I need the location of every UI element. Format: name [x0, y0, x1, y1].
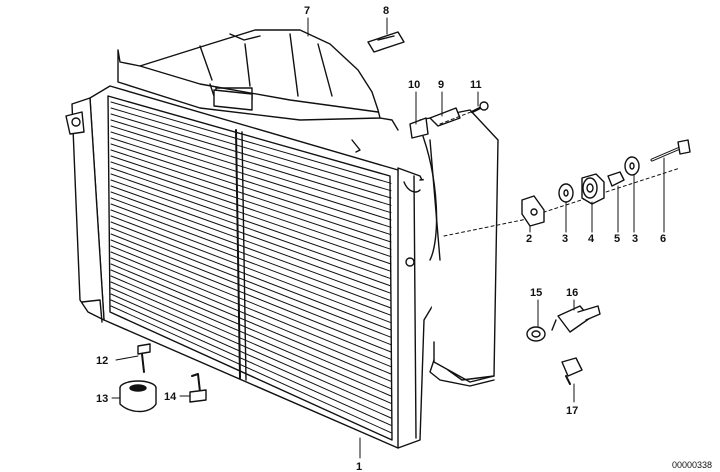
fin-line [110, 131, 392, 221]
fin-line [110, 287, 392, 412]
callout-1: 1 [356, 461, 362, 472]
callout-15: 15 [530, 287, 542, 299]
callout-9: 9 [438, 79, 444, 91]
rubber-buffer [119, 380, 157, 413]
stud-bolt [189, 373, 207, 403]
fin-line [110, 281, 392, 404]
radiator-fins [110, 101, 392, 434]
callout-7: 7 [304, 5, 310, 17]
spacer-sleeve [607, 171, 625, 187]
fin-line [110, 155, 392, 250]
callout-13: 13 [96, 393, 108, 405]
fin-line [110, 257, 392, 375]
drain-plug [561, 357, 583, 385]
fin-line [110, 101, 392, 184]
fin-line [110, 119, 392, 206]
washer-left [558, 183, 574, 203]
fin-line [110, 185, 392, 287]
mounting-hardware-row [443, 139, 691, 237]
fan-shroud [117, 29, 399, 153]
fin-line [110, 221, 392, 331]
clip-part [367, 31, 405, 53]
screw-part [137, 343, 151, 373]
fin-line [110, 203, 392, 309]
fin-line [110, 251, 392, 368]
leader-lines [111, 17, 665, 459]
fin-line [110, 179, 392, 280]
mounting-bracket [521, 195, 545, 227]
fin-line [110, 113, 392, 199]
fin-line [110, 305, 392, 434]
fin-line [110, 107, 392, 192]
fin-line [110, 263, 392, 382]
fin-line [110, 167, 392, 265]
fin-line [110, 269, 392, 390]
fin-line [110, 161, 392, 258]
temperature-switch [551, 305, 601, 333]
callout-3-second: 3 [632, 233, 638, 245]
fin-line [110, 149, 392, 243]
upper-bracket [409, 101, 489, 139]
fin-line [110, 227, 392, 338]
fin-line [110, 143, 392, 236]
callout-17: 17 [566, 405, 578, 417]
fin-line [110, 125, 392, 214]
callout-12: 12 [96, 355, 108, 367]
fin-line [110, 233, 392, 346]
fin-line [110, 293, 392, 419]
fin-line [110, 215, 392, 324]
radiator-core [65, 85, 399, 449]
callout-4: 4 [588, 233, 595, 245]
sealing-ring [526, 326, 546, 342]
callout-8: 8 [383, 5, 389, 17]
fin-line [110, 191, 392, 294]
callout-5: 5 [614, 233, 620, 245]
shroud-rear-panel [419, 109, 499, 387]
callout-14: 14 [164, 391, 177, 403]
fin-line [110, 245, 392, 360]
fin-line [110, 209, 392, 316]
fin-line [110, 137, 392, 228]
fin-line [110, 239, 392, 353]
callout-labels: 1 2 3 4 5 6 3 7 8 9 10 11 12 13 14 15 16… [96, 5, 666, 472]
fin-line [110, 299, 392, 426]
callout-10: 10 [408, 79, 420, 91]
fin-line [110, 173, 392, 272]
fin-line [110, 197, 392, 302]
callout-2: 2 [526, 233, 532, 245]
bolt [650, 139, 691, 162]
rubber-mount [581, 173, 605, 205]
fin-line [110, 275, 392, 397]
callout-16: 16 [566, 287, 578, 299]
callout-3: 3 [562, 233, 568, 245]
callout-11: 11 [470, 79, 482, 91]
callout-6: 6 [660, 233, 666, 245]
washer-right [624, 156, 640, 176]
document-number: 00000338 [672, 460, 712, 470]
